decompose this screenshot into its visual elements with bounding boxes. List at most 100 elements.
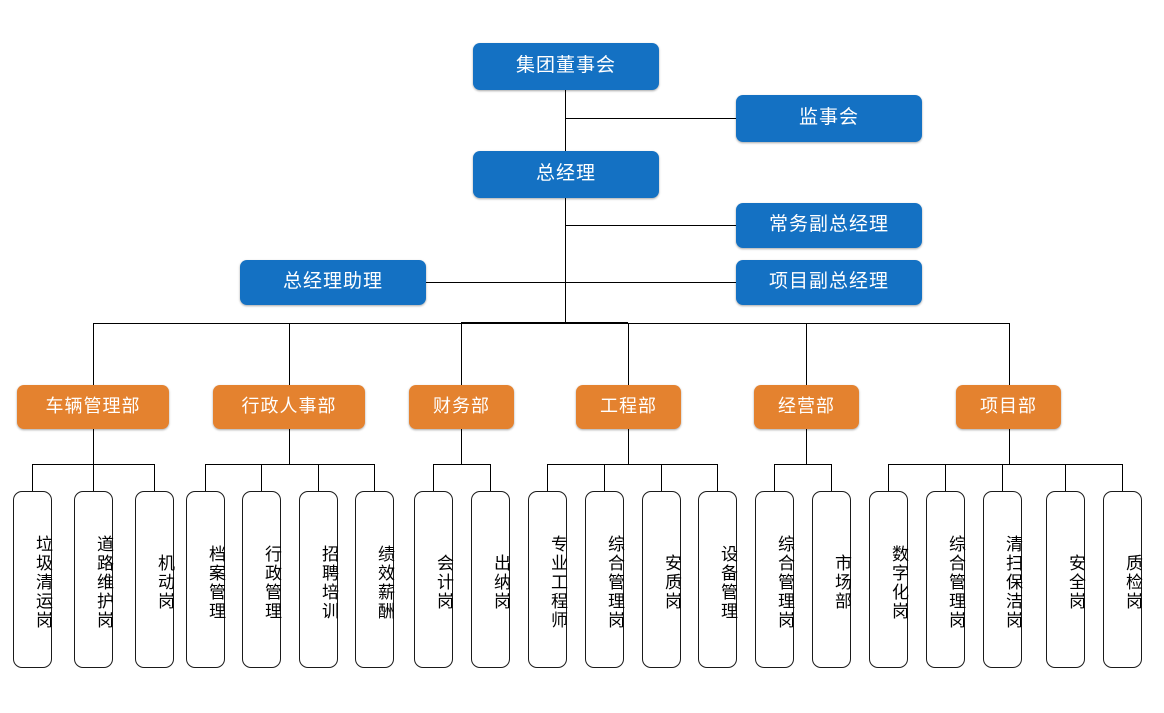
node-position-label: 数字化岗 <box>889 544 908 621</box>
node-gm-assistant[interactable]: 总经理助理 <box>240 260 426 305</box>
node-department-label: 财务部 <box>433 396 490 417</box>
node-department-project[interactable]: 项目部 <box>956 385 1061 429</box>
drop-to-dept-2 <box>461 323 462 385</box>
node-department-label: 车辆管理部 <box>45 396 141 417</box>
node-position-6[interactable]: 绩效薪酬 <box>355 491 394 668</box>
dept-4-drop-0 <box>774 464 775 491</box>
node-department-engineering[interactable]: 工程部 <box>576 385 681 429</box>
dept-1-drop-1 <box>261 464 262 491</box>
node-department-admin-hr[interactable]: 行政人事部 <box>213 385 365 429</box>
dept-2-drop-0 <box>433 464 434 491</box>
node-general-manager-label: 总经理 <box>535 163 596 185</box>
dept-0-drop-0 <box>32 464 33 491</box>
node-position-5[interactable]: 招聘培训 <box>299 491 338 668</box>
dept-5-stem <box>1009 429 1010 464</box>
dept-1-drop-0 <box>205 464 206 491</box>
connector-board-to-gm <box>565 90 566 151</box>
connector-gm-to-supervisory <box>565 118 736 119</box>
node-position-2[interactable]: 机动岗 <box>135 491 174 668</box>
node-position-7[interactable]: 会计岗 <box>414 491 453 668</box>
node-position-label: 专业工程师 <box>548 535 567 630</box>
node-supervisory-board-label: 监事会 <box>798 107 859 129</box>
node-position-15[interactable]: 数字化岗 <box>869 491 908 668</box>
dept-4-bus <box>774 464 831 465</box>
node-project-vice-gm-label: 项目副总经理 <box>768 271 889 293</box>
dept-1-bus <box>205 464 374 465</box>
dept-0-stem <box>93 429 94 464</box>
node-position-label: 道路维护岗 <box>94 535 113 630</box>
drop-to-dept-4 <box>806 323 807 385</box>
node-board-label: 集团董事会 <box>515 55 616 77</box>
node-department-finance[interactable]: 财务部 <box>409 385 514 429</box>
node-position-13[interactable]: 综合管理岗 <box>755 491 794 668</box>
node-position-label: 安全岗 <box>1066 554 1085 611</box>
dept-1-stem <box>289 429 290 464</box>
dept-3-bus <box>547 464 717 465</box>
connector-gm-to-project-vice <box>565 282 736 283</box>
dept-2-bus <box>433 464 490 465</box>
dept-0-drop-2 <box>154 464 155 491</box>
dept-3-drop-2 <box>661 464 662 491</box>
node-position-18[interactable]: 安全岗 <box>1046 491 1085 668</box>
node-board[interactable]: 集团董事会 <box>473 43 659 90</box>
dept-5-drop-1 <box>945 464 946 491</box>
node-position-17[interactable]: 清扫保洁岗 <box>983 491 1022 668</box>
node-position-label: 综合管理岗 <box>605 535 624 630</box>
node-position-12[interactable]: 设备管理 <box>698 491 737 668</box>
node-position-0[interactable]: 垃圾清运岗 <box>13 491 52 668</box>
node-executive-vice-gm[interactable]: 常务副总经理 <box>736 203 922 248</box>
node-position-4[interactable]: 行政管理 <box>242 491 281 668</box>
node-department-operations[interactable]: 经营部 <box>754 385 859 429</box>
node-position-label: 绩效薪酬 <box>375 544 394 621</box>
dept-0-drop-1 <box>93 464 94 491</box>
dept-5-bus <box>888 464 1122 465</box>
dept-5-drop-0 <box>888 464 889 491</box>
node-position-8[interactable]: 出纳岗 <box>471 491 510 668</box>
node-position-3[interactable]: 档案管理 <box>186 491 225 668</box>
dept-3-drop-1 <box>604 464 605 491</box>
node-position-label: 出纳岗 <box>491 554 510 611</box>
dept-4-drop-1 <box>831 464 832 491</box>
node-position-11[interactable]: 安质岗 <box>642 491 681 668</box>
dept-5-drop-4 <box>1122 464 1123 491</box>
dept-2-stem <box>461 429 462 464</box>
node-gm-assistant-label: 总经理助理 <box>282 271 383 293</box>
dept-5-drop-2 <box>1002 464 1003 491</box>
node-position-1[interactable]: 道路维护岗 <box>74 491 113 668</box>
node-position-label: 安质岗 <box>662 554 681 611</box>
node-position-14[interactable]: 市场部 <box>812 491 851 668</box>
node-position-label: 综合管理岗 <box>775 535 794 630</box>
drop-to-dept-3 <box>628 323 629 385</box>
drop-to-dept-5 <box>1009 323 1010 385</box>
connector-gm-to-exec-vice <box>565 225 736 226</box>
node-supervisory-board[interactable]: 监事会 <box>736 95 922 142</box>
node-position-label: 垃圾清运岗 <box>33 535 52 630</box>
node-department-label: 工程部 <box>600 396 657 417</box>
node-position-label: 行政管理 <box>262 544 281 621</box>
node-position-16[interactable]: 综合管理岗 <box>926 491 965 668</box>
node-department-label: 项目部 <box>980 396 1037 417</box>
node-department-label: 经营部 <box>778 396 835 417</box>
dept-3-drop-3 <box>717 464 718 491</box>
department-bus-highlight <box>461 322 628 324</box>
drop-to-dept-1 <box>289 323 290 385</box>
node-position-label: 综合管理岗 <box>946 535 965 630</box>
node-position-label: 会计岗 <box>434 554 453 611</box>
node-project-vice-gm[interactable]: 项目副总经理 <box>736 260 922 305</box>
node-position-label: 设备管理 <box>718 544 737 621</box>
node-position-9[interactable]: 专业工程师 <box>528 491 567 668</box>
dept-4-stem <box>806 429 807 464</box>
node-position-label: 机动岗 <box>155 554 174 611</box>
dept-3-drop-0 <box>547 464 548 491</box>
node-position-19[interactable]: 质检岗 <box>1103 491 1142 668</box>
dept-1-drop-2 <box>318 464 319 491</box>
connector-gm-trunk <box>565 198 566 323</box>
dept-5-drop-3 <box>1065 464 1066 491</box>
node-position-label: 质检岗 <box>1123 554 1142 611</box>
node-general-manager[interactable]: 总经理 <box>473 151 659 198</box>
node-position-label: 档案管理 <box>206 544 225 621</box>
drop-to-dept-0 <box>93 323 94 385</box>
node-position-label: 清扫保洁岗 <box>1003 535 1022 630</box>
node-position-10[interactable]: 综合管理岗 <box>585 491 624 668</box>
node-department-vehicle-management[interactable]: 车辆管理部 <box>17 385 169 429</box>
